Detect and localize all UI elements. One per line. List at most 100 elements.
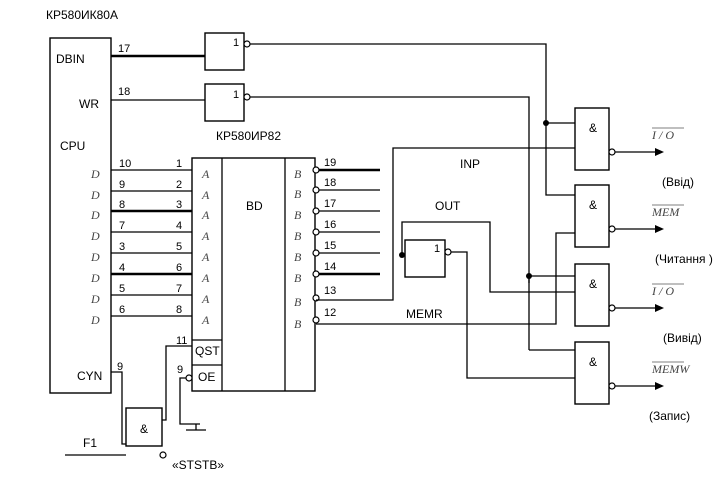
bus-driver-b-label: B — [294, 250, 302, 264]
cpu-data-pin-number: 9 — [119, 179, 125, 191]
signal-out-label: OUT — [435, 199, 461, 213]
bus-driver-b-bubble — [312, 249, 320, 257]
output-arrow — [655, 382, 664, 390]
bus-driver-b-label: B — [294, 167, 302, 181]
cpu-data-pin-number: 5 — [119, 283, 125, 295]
bus-driver-a-number: 1 — [176, 158, 182, 170]
cpu-data-pin-label: D — [90, 167, 100, 181]
pin-num-cyn: 9 — [117, 361, 123, 373]
output-and-gate-symbol: & — [589, 198, 597, 212]
bus-driver-b-number: 19 — [324, 157, 336, 169]
cpu-data-pin-number: 10 — [119, 158, 131, 170]
output-arrow — [655, 304, 664, 312]
output-gate-bubble — [608, 148, 616, 156]
output-and-gate — [574, 263, 610, 327]
cpu-data-pin-label: D — [90, 250, 100, 264]
inverter-dbin-bubble — [243, 40, 251, 48]
wire-oe-ground — [179, 377, 200, 425]
inverter-dbin-symbol: 1 — [233, 37, 239, 49]
bus-driver-label: BD — [246, 199, 263, 213]
wire-out-inv — [451, 251, 575, 379]
bus-driver-b-label: B — [294, 229, 302, 243]
bus-driver-a-label: A — [201, 250, 210, 264]
bus-driver-b-number: 17 — [324, 198, 336, 210]
bus-driver-b-bubble — [312, 186, 320, 194]
output-gate-bubble — [608, 225, 616, 233]
output-signal-label: MEMW — [651, 362, 690, 376]
bus-driver-title: КР580ИР82 — [216, 129, 281, 143]
bus-driver-b-bubble — [312, 270, 320, 278]
inverter-out-symbol: 1 — [434, 243, 440, 255]
output-signal-label: MEM — [651, 205, 680, 219]
cpu-data-pin-number: 6 — [119, 304, 125, 316]
and-gate-ststb-symbol: & — [140, 422, 148, 436]
bus-driver-a-number: 6 — [176, 262, 182, 274]
output-and-gate-symbol: & — [589, 277, 597, 291]
bus-driver-a-label: A — [201, 167, 210, 181]
bus-driver-b-label: B — [294, 271, 302, 285]
bus-driver-b-number: 16 — [324, 219, 336, 231]
bus-driver-b-label: B — [294, 317, 302, 331]
inverter-out-bubble — [444, 248, 452, 256]
bus-driver-a-number: 5 — [176, 241, 182, 253]
output-gate-bubble — [608, 304, 616, 312]
data-bus-wires — [111, 169, 192, 317]
bus-driver-a-label: A — [201, 188, 210, 202]
inverter-wr — [204, 83, 245, 122]
bus-driver-b-number: 13 — [324, 285, 336, 297]
cpu-data-pin-number: 7 — [119, 220, 125, 232]
bus-driver-b-bubble — [312, 228, 320, 236]
bus-driver-b-label: B — [294, 208, 302, 222]
output-desc-label: (Вивід) — [663, 331, 702, 345]
output-signal-label: I / O — [651, 284, 674, 298]
bus-driver-b-number: 18 — [324, 177, 336, 189]
cpu-pin-cyn-label: CYN — [77, 369, 102, 383]
cpu-pin-wr-label: WR — [79, 97, 99, 111]
signal-memr-label: MEMR — [406, 307, 443, 321]
bus-driver-a-number: 2 — [176, 179, 182, 191]
bus-driver-b-bubble — [312, 316, 320, 324]
bus-driver-b-label: B — [294, 187, 302, 201]
cpu-pin-dbin-label: DBIN — [56, 52, 85, 66]
wire-dbin-out — [250, 43, 575, 196]
cpu-data-pin-label: D — [90, 271, 100, 285]
cpu-data-pin-number: 8 — [119, 199, 125, 211]
inverter-wr-symbol: 1 — [233, 89, 239, 101]
f1-label: F1 — [83, 436, 97, 450]
bus-driver-b-number: 14 — [324, 261, 336, 273]
cpu-data-pin-number: 4 — [119, 262, 125, 274]
bus-driver-b-bubble — [312, 166, 320, 174]
cpu-data-pin-label: D — [90, 313, 100, 327]
bus-driver-b-number: 15 — [324, 240, 336, 252]
bus-driver-a-number: 7 — [176, 283, 182, 295]
bus-driver-block — [191, 157, 316, 392]
bus-driver-b-bubble — [312, 207, 320, 215]
cpu-title: КР580ИК80А — [46, 8, 118, 22]
output-and-gate-symbol: & — [589, 121, 597, 135]
bus-driver-a-label: A — [201, 313, 210, 327]
bus-driver-b-label: B — [294, 295, 302, 309]
b-side-wires — [312, 166, 380, 324]
pin-num-dbin: 17 — [118, 43, 130, 55]
cpu-data-pin-label: D — [90, 229, 100, 243]
cpu-data-pin-label: D — [90, 188, 100, 202]
output-and-gate — [574, 184, 610, 248]
wire-memr — [316, 232, 575, 325]
output-gate-bubble — [608, 382, 616, 390]
pin-num-qst: 11 — [176, 335, 187, 347]
bus-driver-qst-label: QST — [195, 344, 220, 358]
wire-out — [401, 221, 575, 293]
cpu-data-pin-label: D — [90, 208, 100, 222]
cpu-data-pin-number: 3 — [119, 241, 125, 253]
bus-driver-a-label: A — [201, 229, 210, 243]
inverter-wr-bubble — [243, 93, 251, 101]
bus-driver-a-label: A — [201, 208, 210, 222]
output-and-gate — [574, 107, 610, 171]
bus-driver-b-number: 12 — [324, 307, 336, 319]
output-arrow — [655, 225, 664, 233]
inverter-out — [404, 239, 446, 278]
and-gate-ststb — [125, 407, 163, 447]
